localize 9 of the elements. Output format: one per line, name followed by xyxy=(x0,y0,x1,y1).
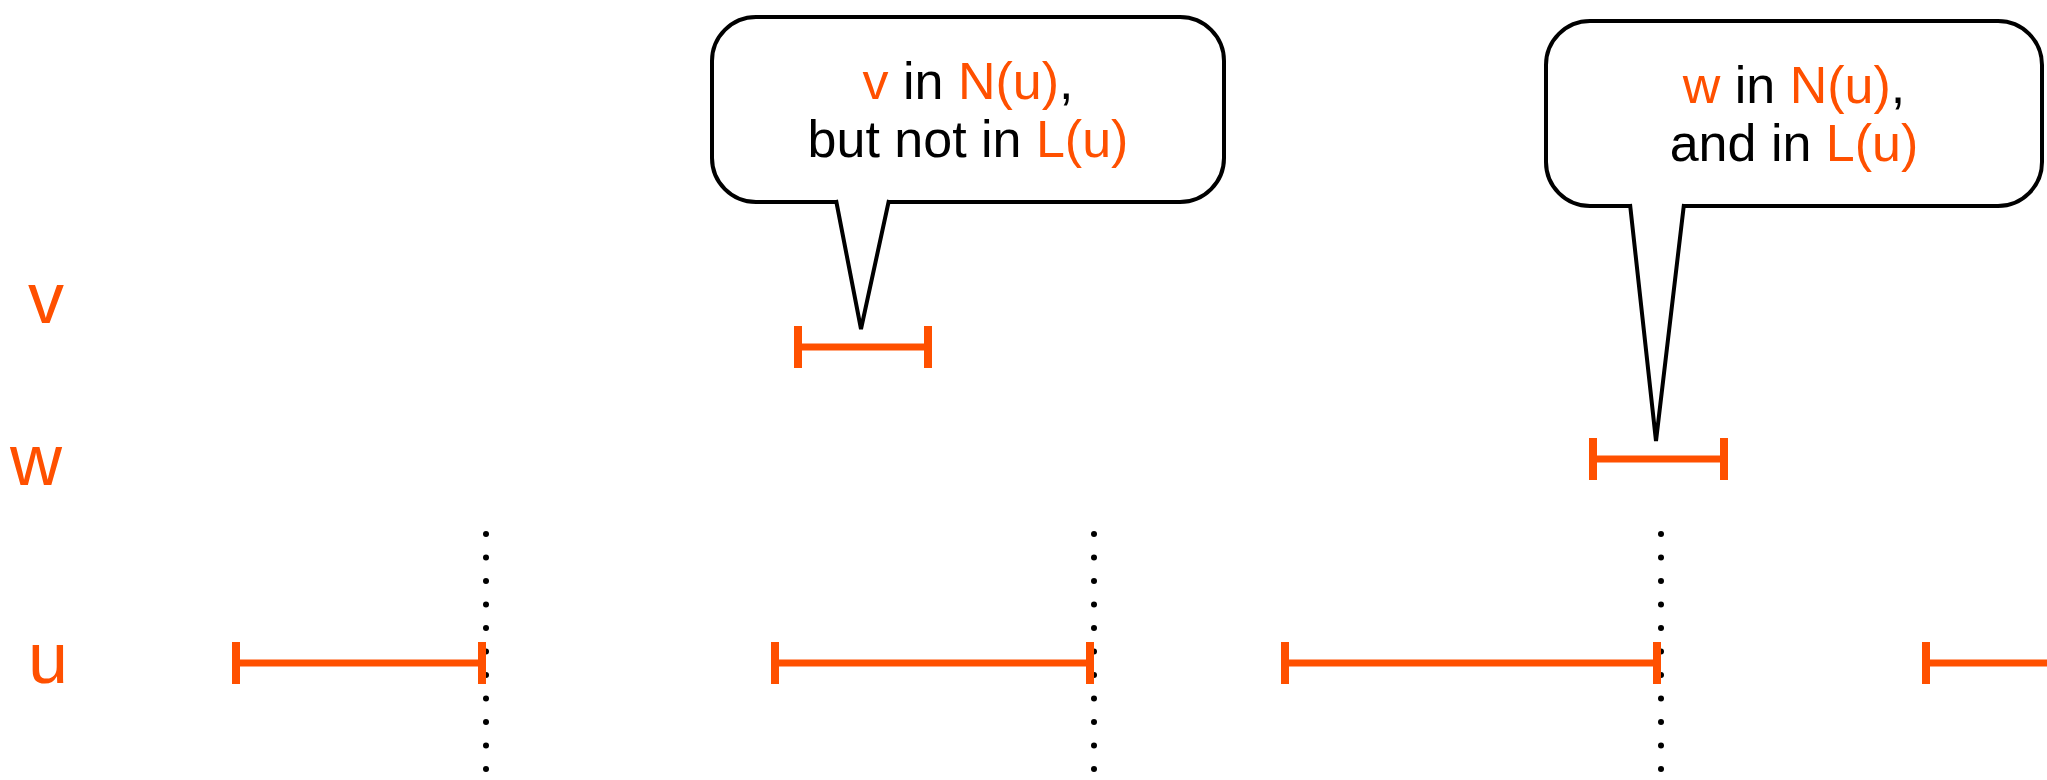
speech-bubble xyxy=(710,15,1226,204)
speech-bubble-tail xyxy=(1628,202,1686,443)
speech-bubble xyxy=(1544,19,2044,208)
callout-text: v in N(u), but not in L(u) xyxy=(807,51,1129,168)
speech-bubble-tail xyxy=(834,198,891,331)
row-label: v xyxy=(28,262,64,334)
row-label: u xyxy=(28,622,69,694)
callout-text: w in N(u), and in L(u) xyxy=(1669,55,1919,172)
row-label: w xyxy=(10,424,62,496)
